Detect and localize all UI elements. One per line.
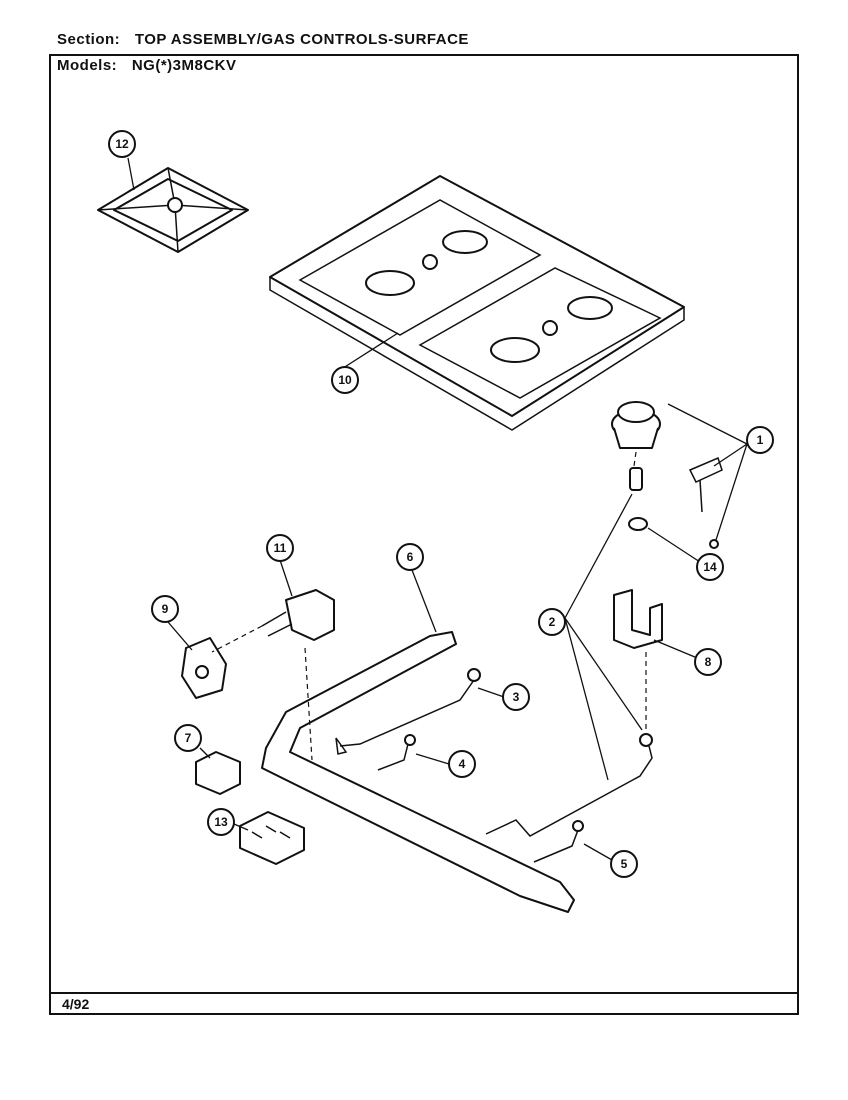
section-header: Section: TOP ASSEMBLY/GAS CONTROLS-SURFA… (57, 31, 469, 48)
models-value: NG(*)3M8CKV (131, 57, 237, 74)
svg-text:10: 10 (338, 373, 352, 387)
gas-tubes (339, 668, 653, 863)
models-label: Models: (57, 57, 118, 74)
orifice-parts (628, 467, 648, 531)
svg-text:4: 4 (459, 757, 466, 771)
ignition-switch (181, 637, 227, 699)
callout-14: 14 (696, 553, 724, 581)
callout-9: 9 (151, 595, 179, 623)
callout-4: 4 (448, 750, 476, 778)
callout-5: 5 (610, 850, 638, 878)
callout-8: 8 (694, 648, 722, 676)
callout-7: 7 (174, 724, 202, 752)
gas-valve (261, 589, 335, 641)
svg-text:9: 9 (162, 602, 169, 616)
burner-grate (97, 167, 249, 253)
callout-10: 10 (331, 366, 359, 394)
svg-text:14: 14 (703, 560, 717, 574)
footer-divider (49, 992, 799, 994)
svg-text:2: 2 (549, 615, 556, 629)
gas-manifold (261, 631, 575, 913)
spark-module (195, 751, 241, 795)
svg-text:3: 3 (513, 690, 520, 704)
svg-text:1: 1 (757, 433, 764, 447)
terminal-block (239, 811, 305, 865)
revision-date: 4/92 (62, 996, 90, 1012)
burner-bracket (613, 589, 663, 649)
callout-13: 13 (207, 808, 235, 836)
diagram-frame (49, 54, 799, 1015)
svg-text:8: 8 (705, 655, 712, 669)
section-title: TOP ASSEMBLY/GAS CONTROLS-SURFACE (134, 31, 469, 48)
callout-12: 12 (108, 130, 136, 158)
models-header: Models: NG(*)3M8CKV (57, 57, 237, 74)
leader-lines (127, 157, 748, 861)
callout-3: 3 (502, 683, 530, 711)
svg-text:11: 11 (274, 541, 287, 555)
callout-2: 2 (538, 608, 566, 636)
cooktop-main-top (269, 175, 685, 431)
callout-1: 1 (746, 426, 774, 454)
svg-text:6: 6 (407, 550, 414, 564)
section-label: Section: (57, 31, 121, 48)
callout-11: 11 (266, 534, 294, 562)
svg-text:5: 5 (621, 857, 628, 871)
svg-text:12: 12 (115, 137, 129, 151)
svg-text:7: 7 (185, 731, 192, 745)
svg-text:13: 13 (214, 815, 228, 829)
surface-burner-assembly (611, 401, 723, 549)
callout-6: 6 (396, 543, 424, 571)
